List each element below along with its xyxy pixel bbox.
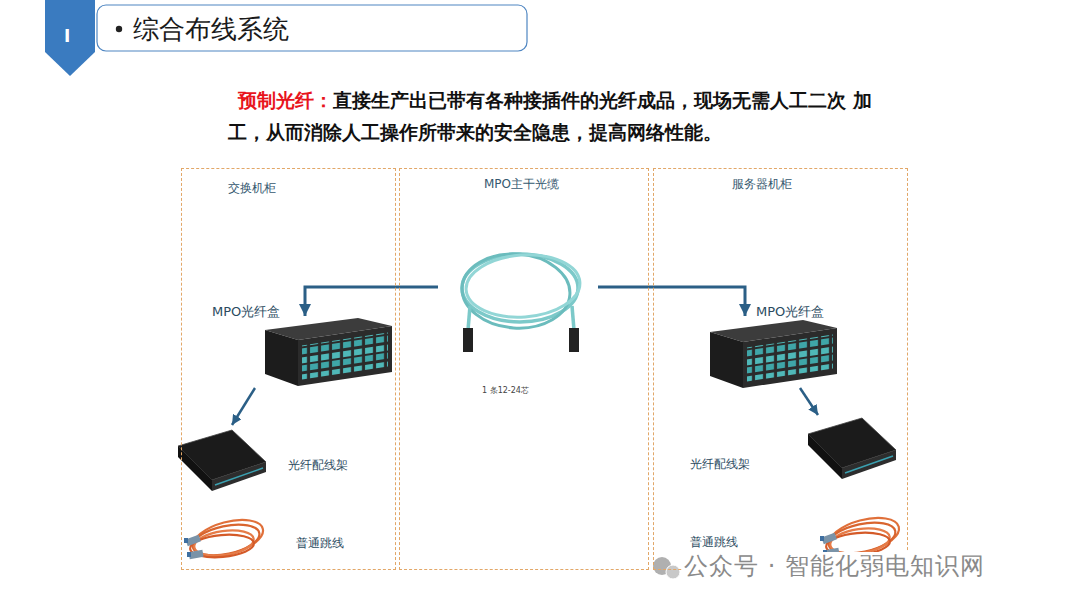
label-holder: I [64,26,70,46]
part-label: 1 条12-24芯 [482,386,529,396]
cabinet-zone: MPO主干光缆 1 条12-24芯 [399,168,649,570]
mpo-box: MPO光纤盒 [708,316,838,388]
zone-label: 服务器机柜 [732,177,792,192]
paragraph-holder: 预制光纤：直接生产出已带有各种接插件的光纤成品，现场无需人工二次 加工，从而消除… [228,84,878,148]
mpo-connector [463,328,473,352]
patch-cord: 普通跳线 [184,510,384,568]
cord-loop [189,513,267,563]
patch-cord-drawing [184,513,267,563]
part-label: MPO光纤盒 [212,304,280,320]
box-front [298,326,392,386]
section-number: I [64,26,70,46]
zone-label: MPO主干光缆 [484,177,559,192]
part-label: MPO光纤盒 [756,304,824,320]
cabinet-zone: 服务器机柜 MPO光纤盒光纤配线架普通跳线 [653,168,908,570]
mpo-connector [569,328,579,352]
part-label: 普通跳线 [296,536,344,551]
part-label: 光纤配线架 [288,458,348,473]
cable-leg [572,306,574,330]
panel-front [212,462,266,491]
title-holder: 综合布线系统 [133,12,289,46]
part-label: 普通跳线 [690,535,738,550]
fiber-connector [598,287,745,316]
box-side [265,330,298,386]
cable-loop [464,251,582,321]
header-box [97,5,527,51]
patch-panel-drawing [808,418,896,479]
bullet-dot [116,26,122,32]
zone-label: 交换机柜 [228,181,276,196]
fiber-connector [232,388,255,425]
cable-leg [468,306,470,330]
lc-tip [184,538,188,543]
mpo-box-drawing [265,318,392,386]
trunk-cable: 1 条12-24芯 [438,248,598,396]
patch-panel-drawing [178,430,266,491]
cable-loop [460,250,573,331]
patch-panel: 光纤配线架 [686,415,904,495]
label-holder: 公众号 · 智能化弱电知识网 [682,552,987,581]
panel-strip [215,468,263,485]
fiber-connector [305,287,438,316]
section-title: 综合布线系统 [133,12,289,46]
watermark: 公众号 · 智能化弱电知识网 [682,552,987,581]
section-chevron [45,0,95,76]
cabinet-zone: 交换机柜 MPO光纤盒光纤配线架普通跳线 [181,168,396,570]
wechat-icon [666,565,680,579]
mpo-box-drawing [710,320,837,388]
fiber-connector [800,388,818,415]
lc-tip [187,552,191,557]
adapter-row [302,333,388,380]
patch-panel: 光纤配线架 [184,425,384,500]
panel-side [178,446,212,491]
term-heading: 预制光纤： [238,89,333,111]
mpo-box: MPO光纤盒 [208,316,394,388]
trunk-cable-drawing [460,250,582,352]
part-label: 光纤配线架 [690,457,750,472]
